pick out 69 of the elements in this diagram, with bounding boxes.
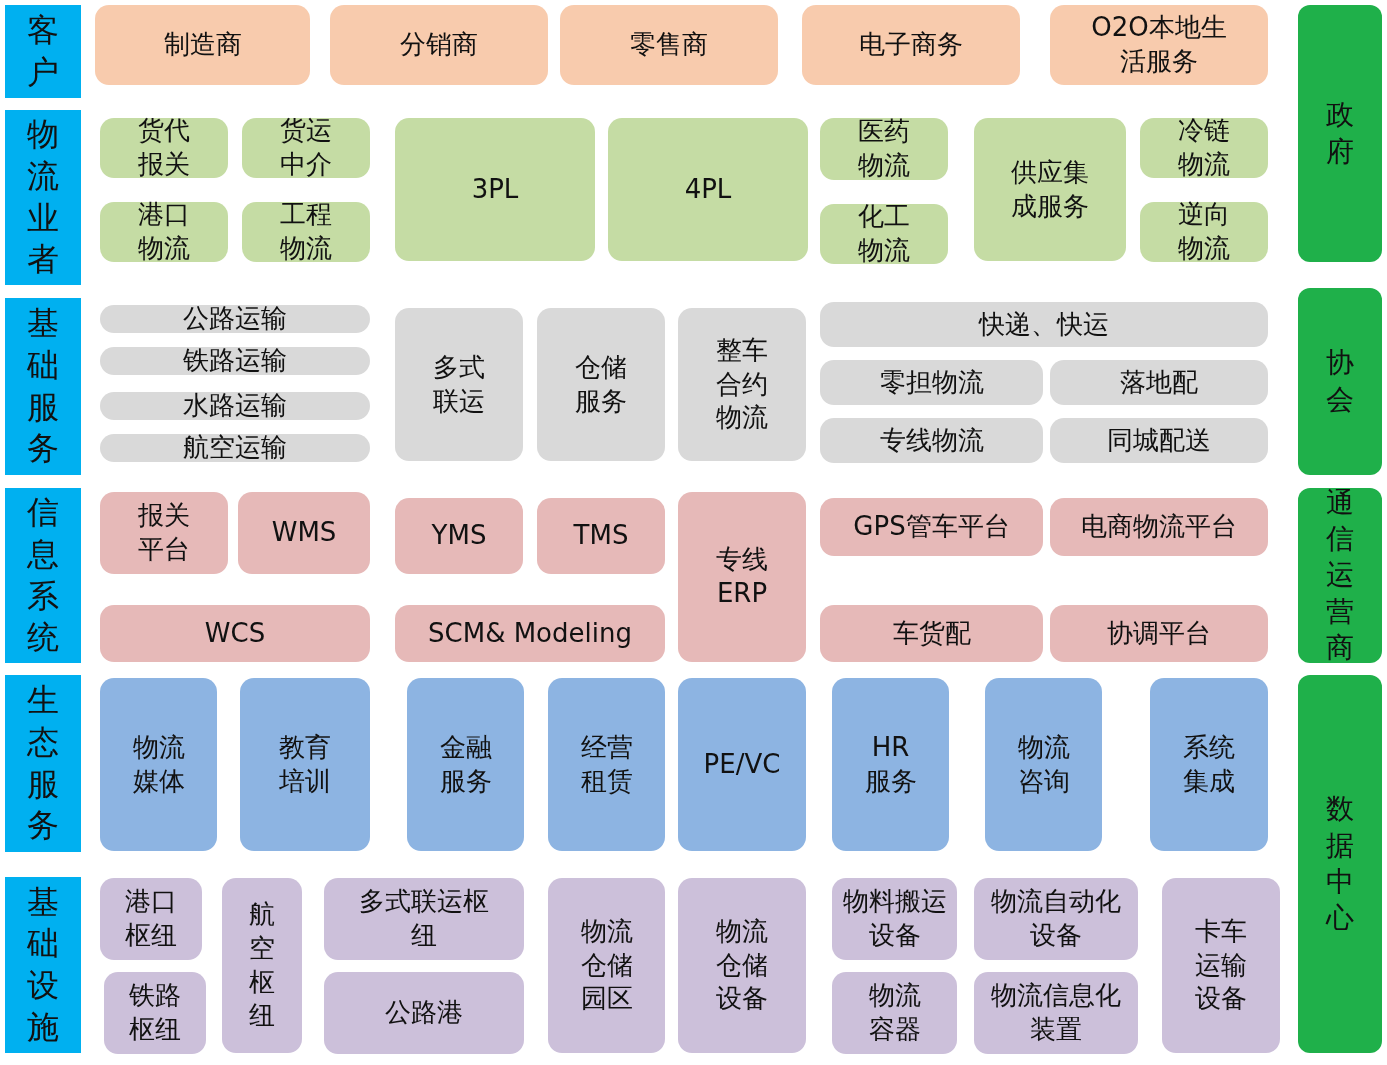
- side-label: 数据中心: [1298, 675, 1382, 1053]
- category-box: 经营租赁: [548, 678, 665, 851]
- category-box: 金融服务: [407, 678, 524, 851]
- category-box: 电商物流平台: [1050, 498, 1268, 556]
- category-box: 专线物流: [820, 418, 1043, 463]
- category-box: YMS: [395, 498, 523, 574]
- category-box: 教育培训: [240, 678, 370, 851]
- category-box: 冷链物流: [1140, 118, 1268, 178]
- category-box: WMS: [238, 492, 370, 574]
- category-box: 货代报关: [100, 118, 228, 178]
- category-box: 3PL: [395, 118, 595, 261]
- category-box: 公路运输: [100, 305, 370, 333]
- category-box: 多式联运: [395, 308, 523, 461]
- category-box: 航空枢纽: [222, 878, 302, 1053]
- category-box: 多式联运枢纽: [324, 878, 524, 960]
- category-box: 物流自动化设备: [974, 878, 1138, 960]
- category-box: 协调平台: [1050, 605, 1268, 662]
- category-box: 港口枢纽: [100, 878, 202, 960]
- category-box: O2O本地生活服务: [1050, 5, 1268, 85]
- category-box: 分销商: [330, 5, 548, 85]
- category-box: 铁路枢纽: [104, 972, 206, 1054]
- category-box: 仓储服务: [537, 308, 665, 461]
- category-box: TMS: [537, 498, 665, 574]
- side-label: 通信运营商: [1298, 488, 1382, 663]
- category-box: 同城配送: [1050, 418, 1268, 463]
- category-box: 落地配: [1050, 360, 1268, 405]
- category-box: 车货配: [820, 605, 1043, 662]
- category-box: 港口物流: [100, 202, 228, 262]
- category-box: 整车合约物流: [678, 308, 806, 461]
- row-label: 物流业者: [5, 110, 81, 285]
- category-box: 水路运输: [100, 392, 370, 420]
- category-box: 物流仓储园区: [548, 878, 665, 1053]
- category-box: 物流咨询: [985, 678, 1102, 851]
- category-box: 物流信息化装置: [974, 972, 1138, 1054]
- category-box: 医药物流: [820, 118, 948, 180]
- category-box: 物流容器: [832, 972, 957, 1054]
- category-box: 供应集成服务: [974, 118, 1126, 261]
- category-box: 货运中介: [242, 118, 370, 178]
- category-box: WCS: [100, 605, 370, 662]
- category-box: 物流仓储设备: [678, 878, 806, 1053]
- side-label: 协会: [1298, 288, 1382, 475]
- category-box: 化工物流: [820, 204, 948, 264]
- category-box: 专线ERP: [678, 492, 806, 662]
- category-box: 公路港: [324, 972, 524, 1054]
- category-box: 系统集成: [1150, 678, 1268, 851]
- category-box: 铁路运输: [100, 347, 370, 375]
- category-box: 航空运输: [100, 434, 370, 462]
- category-box: 零售商: [560, 5, 778, 85]
- category-box: HR服务: [832, 678, 949, 851]
- category-box: 工程物流: [242, 202, 370, 262]
- category-box: 物料搬运设备: [832, 878, 957, 960]
- category-box: 零担物流: [820, 360, 1043, 405]
- row-label: 客户: [5, 5, 81, 98]
- row-label: 信息系统: [5, 488, 81, 663]
- category-box: 物流媒体: [100, 678, 217, 851]
- category-box: 卡车运输设备: [1162, 878, 1280, 1053]
- category-box: 电子商务: [802, 5, 1020, 85]
- category-box: 逆向物流: [1140, 202, 1268, 262]
- side-label: 政府: [1298, 5, 1382, 262]
- category-box: 快递、快运: [820, 302, 1268, 347]
- category-box: PE/VC: [678, 678, 806, 851]
- category-box: 4PL: [608, 118, 808, 261]
- row-label: 基础设施: [5, 877, 81, 1053]
- category-box: 报关平台: [100, 492, 228, 574]
- category-box: SCM& Modeling: [395, 605, 665, 662]
- row-label: 生态服务: [5, 675, 81, 852]
- row-label: 基础服务: [5, 298, 81, 475]
- category-box: 制造商: [95, 5, 310, 85]
- category-box: GPS管车平台: [820, 498, 1043, 556]
